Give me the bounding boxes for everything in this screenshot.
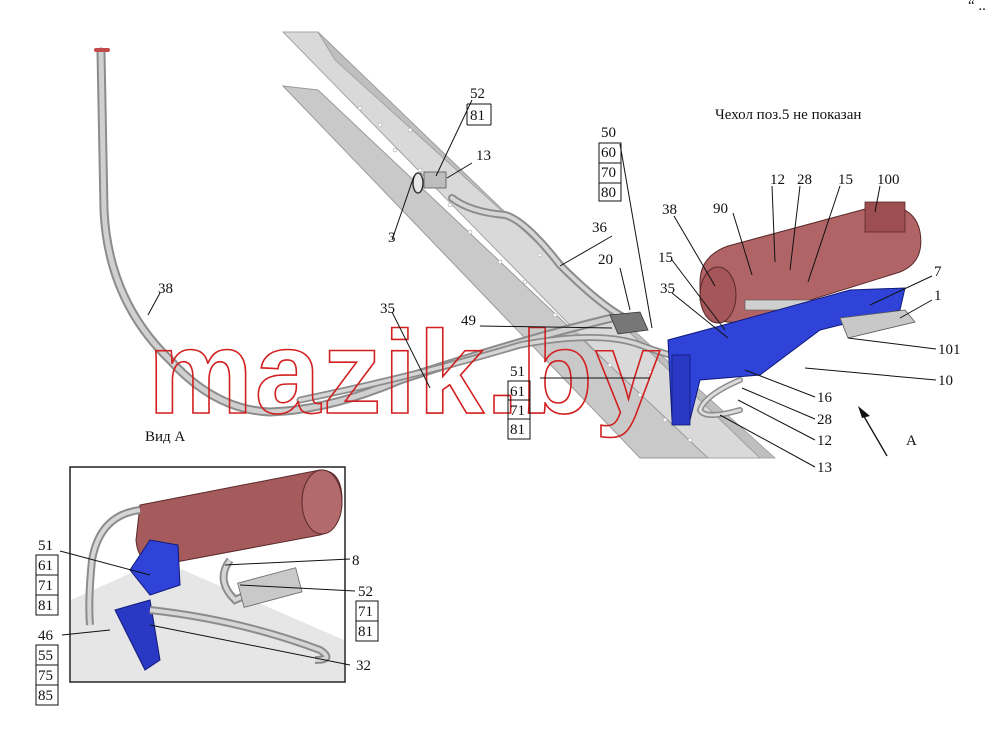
inset-callout-8: 8 [352, 553, 360, 569]
inset-callout-61: 61 [38, 558, 53, 574]
inset-view-a [69, 466, 346, 683]
callout-50: 50 [601, 125, 616, 141]
inset-callout-75: 75 [38, 668, 53, 684]
callout-71: 71 [510, 403, 525, 419]
callout-38-right: 38 [662, 202, 677, 218]
callout-61: 61 [510, 384, 525, 400]
view-a-title: Вид А [145, 429, 185, 445]
inset-callout-52: 52 [358, 584, 373, 600]
callout-38-left: 38 [158, 281, 173, 297]
inset-callout-81: 81 [38, 598, 53, 614]
bracket-20 [609, 311, 649, 335]
inset-callout-51: 51 [38, 538, 53, 554]
inset-leader-lines [59, 550, 356, 666]
pipe-clamp-3 [412, 171, 447, 194]
callout-100: 100 [877, 172, 900, 188]
inset-callout-71: 71 [38, 578, 53, 594]
callout-51: 51 [510, 364, 525, 380]
inset-callout-85: 85 [38, 688, 53, 704]
callout-13-bottom: 13 [817, 460, 832, 476]
exhaust-pipe-36 [448, 194, 629, 322]
callout-7: 7 [934, 264, 942, 280]
callout-13: 13 [476, 148, 491, 164]
callout-28-bottom: 28 [817, 412, 832, 428]
callout-28-top: 28 [797, 172, 812, 188]
callout-15-top: 15 [838, 172, 853, 188]
callout-81-b: 81 [510, 422, 525, 438]
inset-callout-32: 32 [356, 658, 371, 674]
note-cover-not-shown: Чехол поз.5 не показан [715, 107, 861, 123]
view-arrow-label: А [906, 433, 917, 449]
leader-lines [147, 99, 937, 468]
return-pipe [696, 377, 743, 418]
callout-3: 3 [388, 230, 396, 246]
inset-callout-46: 46 [38, 628, 54, 644]
inset-callout-71-b: 71 [358, 604, 373, 620]
callout-15-mid: 15 [658, 250, 673, 266]
callout-80: 80 [601, 185, 616, 201]
callout-1: 1 [934, 288, 942, 304]
callout-81: 81 [470, 108, 485, 124]
callout-36: 36 [592, 220, 608, 236]
callout-12-bottom: 12 [817, 433, 832, 449]
frame-rail [281, 31, 777, 459]
watermark-text: mazik.by [148, 307, 662, 439]
muffler-tail [839, 309, 916, 339]
callout-16: 16 [817, 390, 833, 406]
inset-callout-55: 55 [38, 648, 53, 664]
inset-callout-81-b: 81 [358, 624, 373, 640]
corner-mark: “ .. [968, 0, 986, 14]
callout-20: 20 [598, 252, 613, 268]
callout-12-top: 12 [770, 172, 785, 188]
callout-90: 90 [713, 201, 728, 217]
callouts-inset: 51 61 71 81 8 52 71 81 46 55 75 85 32 [35, 538, 379, 706]
callouts-main: 52 81 13 3 50 60 70 80 36 20 49 35 38 51… [158, 86, 961, 476]
callout-52: 52 [470, 86, 485, 102]
callout-10: 10 [938, 373, 953, 389]
callout-35-left: 35 [380, 301, 395, 317]
callout-60: 60 [601, 145, 616, 161]
callout-35-right: 35 [660, 281, 675, 297]
callout-70: 70 [601, 165, 616, 181]
callout-49: 49 [461, 313, 476, 329]
view-arrow-a: А [858, 406, 917, 457]
callout-101: 101 [938, 342, 961, 358]
